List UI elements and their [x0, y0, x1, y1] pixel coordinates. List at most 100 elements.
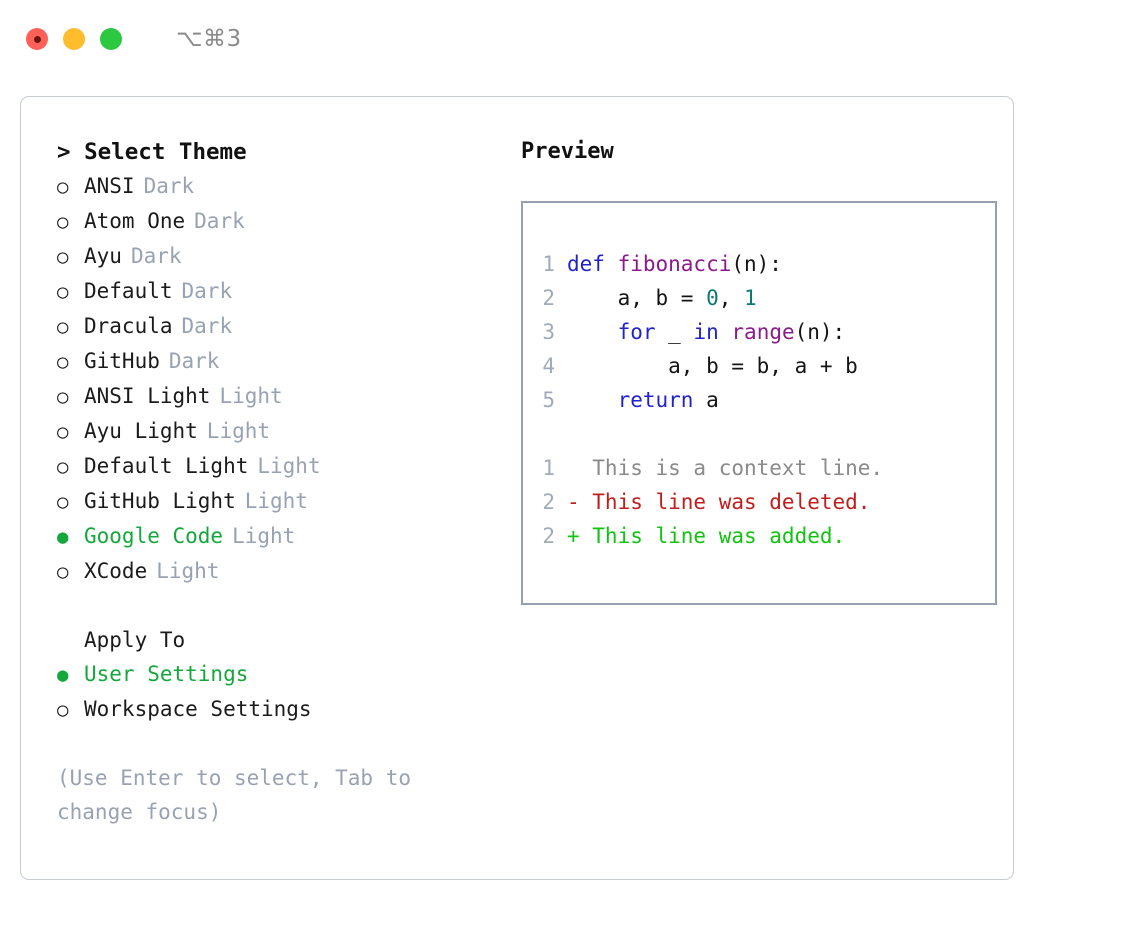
theme-option-ayu-light[interactable]: ○ Ayu Light Light — [57, 414, 501, 449]
theme-option-label: ANSI — [84, 174, 135, 198]
theme-option-label: GitHub — [84, 349, 160, 373]
theme-option-default[interactable]: ○ Default Dark — [57, 274, 501, 309]
radio-unselected-icon: ○ — [57, 491, 69, 513]
radio-unselected-icon: ○ — [57, 281, 69, 303]
code-token-plain — [567, 320, 618, 344]
close-button[interactable] — [26, 28, 48, 50]
diff-line-number: 2 — [542, 524, 555, 548]
apply-to-option-label: User Settings — [84, 662, 249, 686]
theme-option-tag: Dark — [181, 314, 233, 338]
spacer-bullet: ○ — [57, 623, 84, 657]
theme-option-label: Atom One — [84, 209, 186, 233]
theme-option-xcode[interactable]: ○ XCode Light — [57, 554, 501, 589]
theme-option-tag: Light — [156, 559, 220, 583]
code-token-plain: a, b = — [567, 286, 707, 310]
theme-option-tag: Light — [206, 419, 271, 443]
apply-to-option-label: Workspace Settings — [84, 697, 312, 721]
code-token-kw: in — [693, 320, 719, 344]
theme-option-label: XCode — [84, 559, 148, 583]
theme-option-github[interactable]: ○ GitHub Dark — [57, 344, 501, 379]
code-token-plain: a, b = b, a + b — [567, 354, 858, 378]
code-token-plain: , — [718, 286, 745, 310]
theme-option-tag: Light — [244, 489, 308, 513]
preview-heading: Preview — [521, 139, 614, 164]
code-token-num: 1 — [744, 286, 757, 310]
diff-line-content: This is a context line. — [567, 456, 884, 480]
code-token-kw: def — [567, 252, 618, 276]
radio-unselected-icon: ○ — [57, 561, 69, 583]
theme-option-github-light[interactable]: ○ GitHub Light Light — [57, 484, 501, 519]
code-token-fn: range — [731, 320, 795, 344]
code-line-content: a, b = b, a + b — [567, 349, 858, 383]
code-line-number: 1 — [542, 252, 555, 276]
code-line-number: 2 — [542, 286, 555, 310]
theme-option-label: GitHub Light — [84, 489, 236, 513]
code-token-plain: (n): — [794, 320, 846, 344]
code-line-content: for _ in range(n): — [567, 315, 846, 349]
theme-option-tag: Dark — [181, 279, 233, 303]
section-spacer — [57, 589, 501, 623]
radio-unselected-icon: ○ — [57, 456, 69, 478]
theme-option-label: ANSI Light — [84, 384, 211, 408]
theme-option-tag: Dark — [130, 244, 182, 268]
theme-option-label: Dracula — [84, 314, 173, 338]
radio-unselected-icon: ○ — [57, 246, 69, 268]
apply-to-option-user-settings[interactable]: ● User Settings — [57, 657, 501, 692]
theme-option-atom-one[interactable]: ○ Atom One Dark — [57, 204, 501, 239]
code-line-number: 4 — [542, 354, 555, 378]
code-line-content: a, b = 0, 1 — [567, 281, 757, 315]
theme-option-label: Default — [84, 279, 173, 303]
radio-unselected-icon: ○ — [57, 176, 69, 198]
code-token-plain: _ — [655, 320, 694, 344]
diff-line-ctx: 1 This is a context line. — [523, 451, 995, 485]
code-line: 3 for _ in range(n): — [523, 315, 995, 349]
code-token-fn: fibonacci — [617, 252, 732, 276]
diff-line-del: 2- This line was deleted. — [523, 485, 995, 519]
code-line-content: return a — [567, 383, 719, 417]
select-theme-heading: > Select Theme — [57, 139, 247, 165]
code-token-plain: (n): — [731, 252, 782, 276]
code-token-plain — [567, 388, 618, 412]
code-line: 1 def fibonacci(n): — [523, 247, 995, 281]
radio-unselected-icon: ○ — [57, 699, 69, 721]
diff-line-add: 2 + This line was added. — [523, 519, 995, 553]
radio-selected-icon: ● — [57, 526, 69, 548]
radio-unselected-icon: ○ — [57, 421, 69, 443]
code-line-content: def fibonacci(n): — [567, 247, 782, 281]
radio-selected-icon: ● — [57, 664, 69, 686]
theme-option-tag: Dark — [168, 349, 220, 373]
apply-to-option-workspace-settings[interactable]: ○ Workspace Settings — [57, 692, 501, 727]
radio-unselected-icon: ○ — [57, 211, 69, 233]
theme-option-label: Ayu Light — [84, 419, 198, 443]
theme-option-label: Default Light — [84, 454, 249, 478]
minimize-button[interactable] — [63, 28, 85, 50]
radio-unselected-icon: ○ — [57, 351, 69, 373]
code-token-num: 0 — [706, 286, 719, 310]
code-line: 2 a, b = 0, 1 — [523, 281, 995, 315]
keyboard-shortcut-label: ⌥⌘3 — [176, 26, 242, 52]
code-token-plain: a — [693, 388, 719, 412]
keyboard-hint-text: (Use Enter to select, Tab to change focu… — [57, 766, 412, 824]
code-token-plain — [719, 320, 732, 344]
diff-line-content: + This line was added. — [567, 524, 846, 548]
radio-unselected-icon: ○ — [57, 386, 69, 408]
code-diff-separator — [523, 417, 995, 451]
theme-option-default-light[interactable]: ○ Default Light Light — [57, 449, 501, 484]
apply-to-heading: Apply To — [84, 628, 186, 652]
theme-option-tag: Light — [257, 454, 321, 478]
apply-to-option-list: ● User Settings ○ Workspace Settings — [57, 657, 501, 727]
theme-option-tag: Dark — [194, 209, 245, 233]
zoom-button[interactable] — [100, 28, 122, 50]
